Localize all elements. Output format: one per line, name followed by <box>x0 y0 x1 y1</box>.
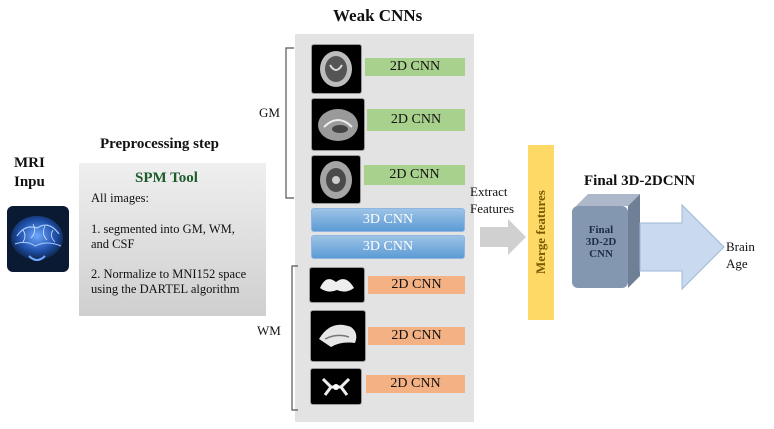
final-model-cube <box>572 194 640 288</box>
final-model-title: Final 3D-2DCNN <box>584 173 696 189</box>
preprocessing-step2-line2: using the DARTEL algorithm <box>91 282 240 296</box>
wm-2d-cnn-bar: 2D CNN <box>368 276 465 294</box>
spm-tool-title: SPM Tool <box>135 170 198 186</box>
3d-cnn-bar: 3D CNN <box>311 208 465 232</box>
preprocessing-step2-line1: 2. Normalize to MNI152 space <box>91 267 247 281</box>
gm-slice-axial-image <box>311 155 361 204</box>
3d-cnn-bar: 3D CNN <box>311 235 465 259</box>
gm-2d-cnn-bar: 2D CNN <box>364 165 465 185</box>
preprocessing-step1-line2: and CSF <box>91 237 135 251</box>
extract-arrow <box>480 219 526 255</box>
mri-input-label: MRI Inpu <box>14 155 45 190</box>
extract-features-label: Extract Features <box>470 183 514 217</box>
preprocessing-step1-line1: 1. segmented into GM, WM, <box>91 222 235 236</box>
gm-slice-sagittal-image <box>311 98 365 151</box>
final-cube-line3: CNN <box>589 248 613 260</box>
final-cube-line2: 3D-2D <box>585 236 617 248</box>
output-arrow <box>639 203 725 291</box>
extract-label-line2: Features <box>470 201 515 216</box>
brain-age-output-label: Brain Age <box>726 238 755 272</box>
extract-label-line1: Extract <box>470 184 508 199</box>
preprocessing-intro: All images: <box>91 191 149 205</box>
gm-2d-cnn-bar: 2D CNN <box>365 58 465 76</box>
gm-bracket <box>285 47 294 199</box>
gm-2d-cnn-bar: 2D CNN <box>367 109 465 131</box>
wm-label: WM <box>257 323 281 338</box>
final-model-cube-label: Final 3D-2D CNN <box>577 224 625 260</box>
output-label-line2: Age <box>726 256 748 271</box>
weak-cnns-title: Weak CNNs <box>333 6 423 25</box>
gm-slice-coronal-image <box>311 44 362 94</box>
wm-slice-sagittal-image <box>310 310 366 362</box>
wm-2d-cnn-bar: 2D CNN <box>368 327 465 345</box>
merge-features-label: Merge features <box>533 190 548 275</box>
gm-label: GM <box>259 105 280 120</box>
preprocessing-box <box>79 163 266 316</box>
mri-brain-image <box>7 206 69 272</box>
wm-bracket <box>291 265 298 411</box>
wm-2d-cnn-bar: 2D CNN <box>366 375 465 393</box>
output-label-line1: Brain <box>726 239 755 254</box>
merge-features-box <box>528 145 554 320</box>
final-cube-line1: Final <box>588 224 614 236</box>
preprocessing-title: Preprocessing step <box>100 136 220 152</box>
grouping-brackets <box>285 47 298 411</box>
wm-slice-axial-image <box>310 368 362 405</box>
wm-slice-coronal-image <box>309 267 365 303</box>
